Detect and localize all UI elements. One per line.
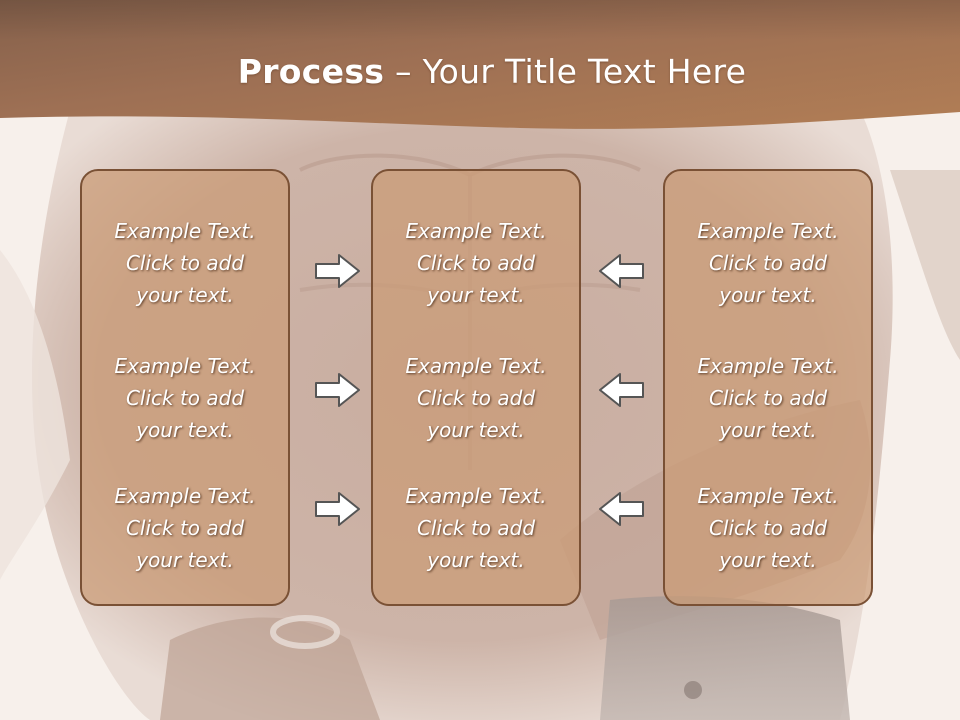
- text-line: Click to add: [708, 516, 828, 540]
- text-placeholder[interactable]: Example Text. Click to add your text.: [82, 215, 288, 311]
- text-placeholder[interactable]: Example Text. Click to add your text.: [373, 480, 579, 576]
- title-rest: – Your Title Text Here: [384, 52, 747, 91]
- arrow-left-icon: [599, 254, 644, 288]
- text-line: Click to add: [416, 251, 536, 275]
- text-line: Example Text.: [697, 354, 839, 378]
- right-process-box[interactable]: Example Text. Click to add your text. Ex…: [663, 169, 873, 606]
- text-line: your text.: [719, 418, 817, 442]
- text-line: your text.: [136, 418, 234, 442]
- text-line: your text.: [136, 548, 234, 572]
- arrow-right-icon: [315, 254, 360, 288]
- arrow-left-icon: [599, 492, 644, 526]
- left-process-box[interactable]: Example Text. Click to add your text. Ex…: [80, 169, 290, 606]
- text-line: Click to add: [708, 386, 828, 410]
- text-line: your text.: [719, 283, 817, 307]
- text-placeholder[interactable]: Example Text. Click to add your text.: [82, 350, 288, 446]
- text-placeholder[interactable]: Example Text. Click to add your text.: [373, 215, 579, 311]
- text-placeholder[interactable]: Example Text. Click to add your text.: [82, 480, 288, 576]
- text-placeholder[interactable]: Example Text. Click to add your text.: [373, 350, 579, 446]
- text-line: Click to add: [708, 251, 828, 275]
- text-line: Example Text.: [405, 484, 547, 508]
- title-bold: Process: [237, 52, 385, 91]
- text-line: your text.: [719, 548, 817, 572]
- text-line: your text.: [427, 283, 525, 307]
- slide-title[interactable]: Process – Your Title Text Here: [0, 52, 960, 91]
- text-placeholder[interactable]: Example Text. Click to add your text.: [665, 350, 871, 446]
- text-line: Click to add: [416, 386, 536, 410]
- arrow-right-icon: [315, 373, 360, 407]
- text-line: Example Text.: [114, 484, 256, 508]
- text-line: Example Text.: [114, 354, 256, 378]
- text-line: Click to add: [125, 516, 245, 540]
- text-line: Example Text.: [697, 484, 839, 508]
- text-line: Click to add: [125, 386, 245, 410]
- text-line: Example Text.: [405, 219, 547, 243]
- text-line: Example Text.: [697, 219, 839, 243]
- header-band: [0, 0, 960, 129]
- text-line: your text.: [427, 418, 525, 442]
- text-placeholder[interactable]: Example Text. Click to add your text.: [665, 480, 871, 576]
- text-line: your text.: [427, 548, 525, 572]
- text-line: Example Text.: [405, 354, 547, 378]
- text-line: Example Text.: [114, 219, 256, 243]
- arrow-right-icon: [315, 492, 360, 526]
- text-line: Click to add: [125, 251, 245, 275]
- text-placeholder[interactable]: Example Text. Click to add your text.: [665, 215, 871, 311]
- center-process-box[interactable]: Example Text. Click to add your text. Ex…: [371, 169, 581, 606]
- text-line: Click to add: [416, 516, 536, 540]
- text-line: your text.: [136, 283, 234, 307]
- arrow-left-icon: [599, 373, 644, 407]
